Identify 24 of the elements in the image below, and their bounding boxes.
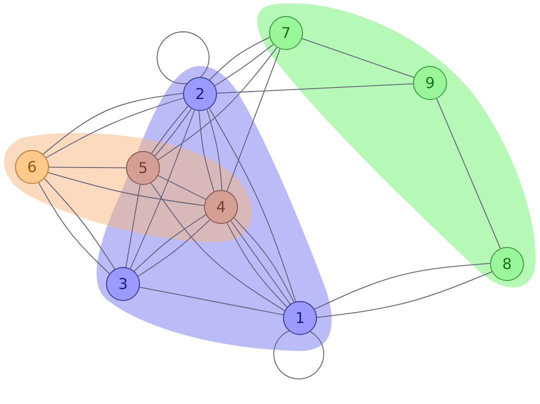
edge-line [436,98,501,249]
edge-line [273,330,324,380]
edge-line [48,166,126,168]
edge-line [125,184,141,268]
edge-line [44,178,116,270]
edge-line [214,44,274,86]
edge-line [156,31,210,84]
edge-line [208,108,296,302]
edge-line [150,182,286,312]
edge-line [130,110,195,270]
edge-line [216,83,414,94]
edge-line [139,286,284,316]
edge-line [226,48,280,192]
edge-line [157,46,278,160]
edge-line [314,262,490,310]
node-circle: 6 [15,150,49,184]
edge-line [198,110,214,192]
edge-line [316,271,492,318]
edge-line [302,38,414,78]
edge-line [206,109,222,190]
edge-line [38,182,110,274]
edge-line [158,175,206,200]
edge-line [48,172,204,206]
edge-line [209,36,270,80]
